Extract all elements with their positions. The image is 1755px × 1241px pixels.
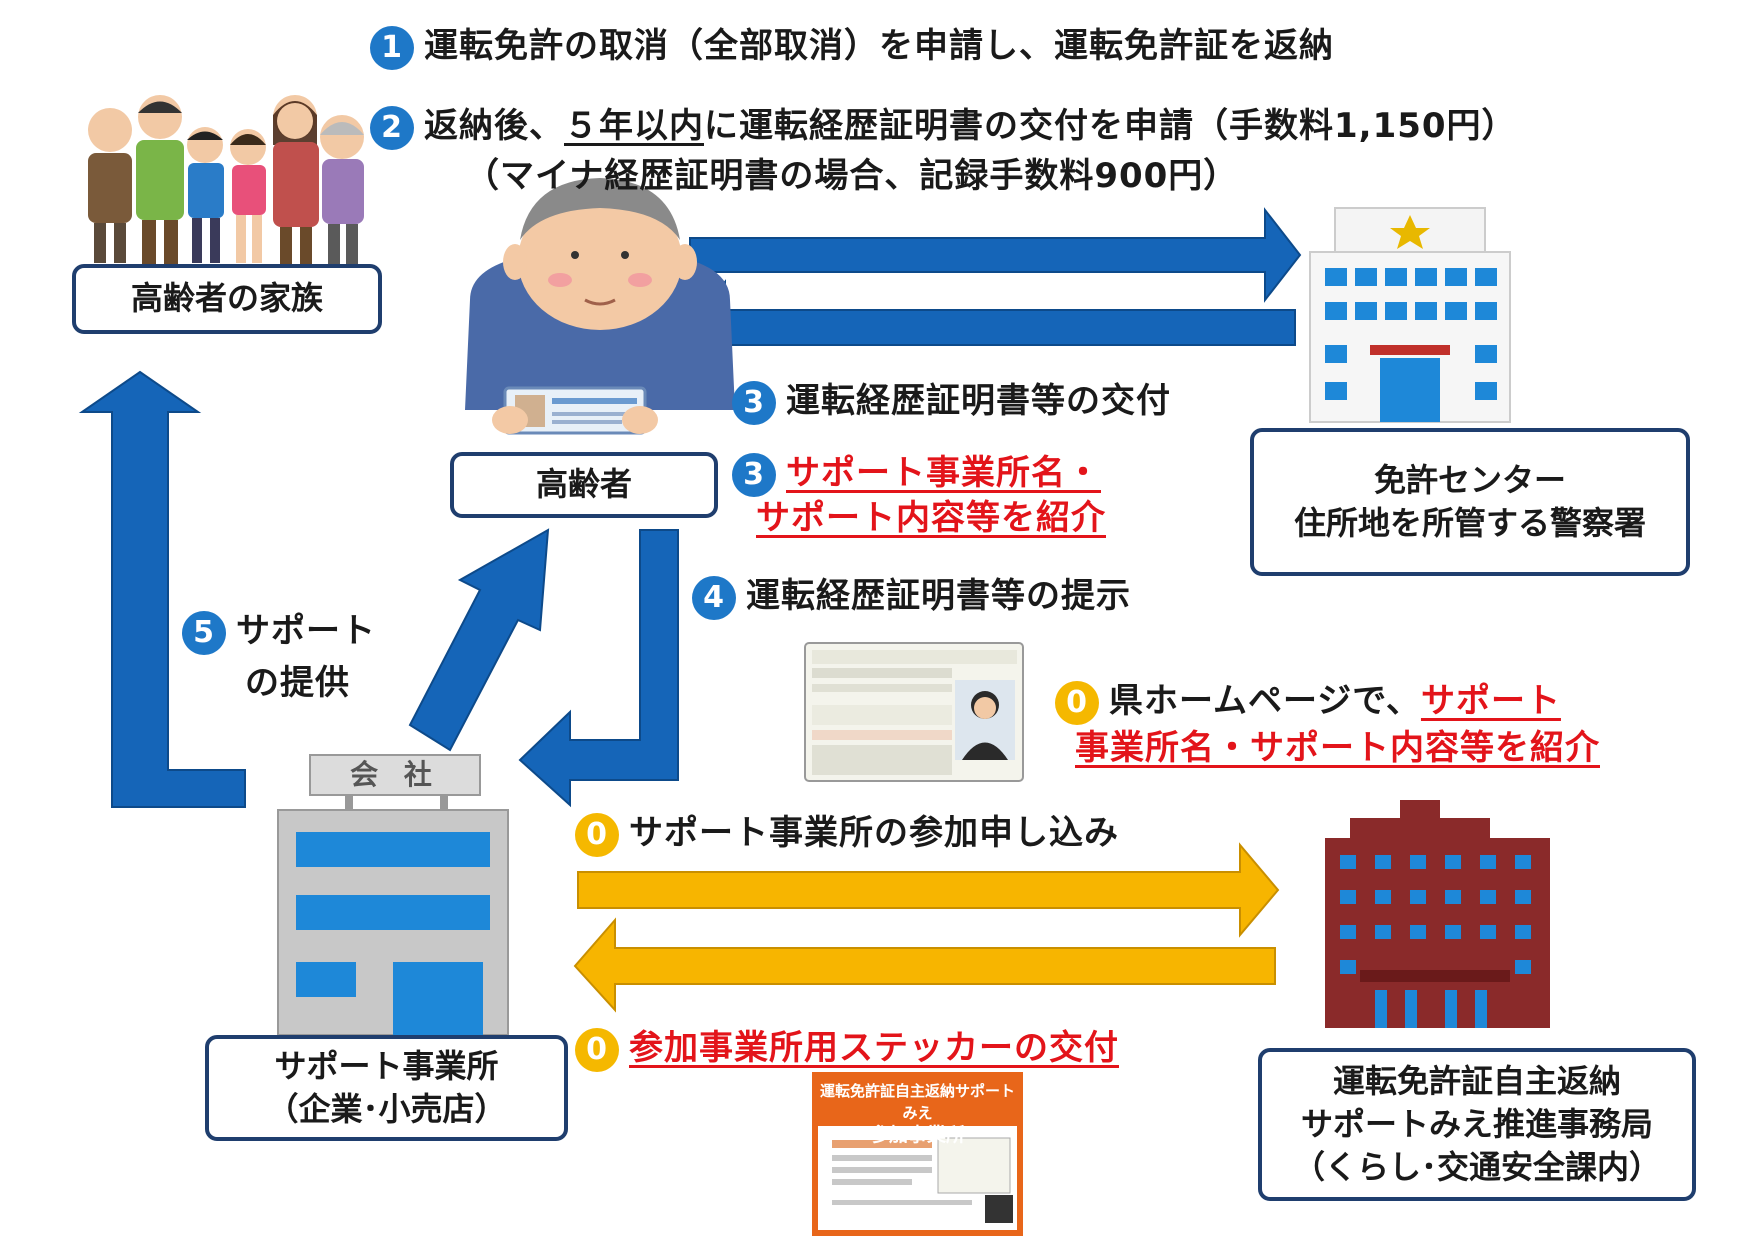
promotion-office-box: 運転免許証自主返納 サポートみえ推進事務局 （くらし･交通安全課内） (1258, 1048, 1696, 1201)
arrow-center-to-elder (686, 279, 1296, 375)
step-3-text: 運転経歴証明書等の交付 (786, 381, 1171, 421)
office-building-illustration (1325, 800, 1550, 1028)
promotion-office-line3: （くらし･交通安全課内） (1292, 1148, 1661, 1187)
arrow-office-to-support (573, 917, 1276, 1013)
step-5-line1: サポート (236, 611, 376, 651)
step-5-badge: 5 (182, 610, 226, 655)
arrow-support-to-office (577, 842, 1280, 938)
arrow-elder-to-support (518, 529, 679, 808)
family-label: 高齢者の家族 (130, 279, 323, 318)
step-0-application-text: サポート事業所の参加申し込み (629, 813, 1119, 853)
support-office-box: サポート事業所 （企業･小売店） (205, 1035, 568, 1141)
arrow-elder-to-center (689, 207, 1302, 303)
step-1-badge: 1 (370, 25, 414, 70)
step-0-sticker-text: 参加事業所用ステッカーの交付 (629, 1028, 1119, 1068)
promotion-office-line1: 運転免許証自主返納 (1332, 1061, 1621, 1100)
certificate-card-illustration (804, 642, 1024, 782)
step-4-text: 運転経歴証明書等の提示 (746, 576, 1131, 616)
step-2-underlined: ５年以内 (564, 106, 704, 146)
elder-illustration (465, 178, 735, 435)
company-building-illustration (277, 754, 509, 1036)
company-sign: 会 社 (350, 758, 440, 791)
sticker-illustration (812, 1072, 1023, 1236)
step-3-badge: 3 (732, 380, 776, 425)
police-building-illustration (1309, 207, 1511, 423)
step-3b-line1: サポート事業所名・ (786, 453, 1101, 493)
sticker-title-line1: 運転免許証自主返納サポートみえ (820, 1082, 1016, 1122)
sticker-title-line2: 参加事業所 (869, 1124, 965, 1146)
step-4-badge: 4 (692, 575, 736, 620)
elder-box: 高齢者 (450, 452, 718, 518)
license-center-line1: 免許センター (1373, 460, 1566, 499)
step-0-homepage-line2: 事業所名・サポート内容等を紹介 (1075, 728, 1600, 768)
step-2-post: に運転経歴証明書の交付を申請（手数料1,150円） (704, 106, 1517, 146)
arrow-support-to-family (82, 372, 270, 805)
support-office-line1: サポート事業所 (274, 1046, 499, 1085)
support-office-line2: （企業･小売店） (266, 1090, 507, 1128)
elder-label: 高齢者 (535, 465, 632, 504)
step-2-pre: 返納後、 (424, 106, 564, 146)
license-center-line2: 住所地を所管する警察署 (1293, 504, 1646, 542)
family-illustration (88, 95, 364, 265)
arrow-support-to-elder (408, 528, 550, 752)
step-0-sticker-badge: 0 (575, 1027, 619, 1072)
step-0-homepage-badge: 0 (1055, 680, 1099, 725)
sticker-title: 運転免許証自主返納サポートみえ 参加事業所 (820, 1080, 1015, 1146)
step-3b-badge: 3 (732, 452, 776, 497)
step-0-application-badge: 0 (575, 812, 619, 857)
promotion-office-line2: サポートみえ推進事務局 (1300, 1104, 1653, 1143)
step-0-homepage-red1: サポート (1420, 681, 1561, 721)
step-2-line2: （マイナ経歴証明書の場合、記録手数料900円） (465, 156, 1239, 196)
step-0-homepage-pre: 県ホームページで、 (1109, 681, 1421, 721)
step-3b-line2: サポート内容等を紹介 (756, 498, 1106, 538)
license-center-box: 免許センター 住所地を所管する警察署 (1250, 428, 1690, 576)
arrow-support-to-family-body (78, 370, 246, 808)
family-box: 高齢者の家族 (72, 264, 382, 334)
step-2-badge: 2 (370, 105, 414, 150)
step-1-text: 運転免許の取消（全部取消）を申請し、運転免許証を返納 (424, 26, 1334, 66)
step-5-line2: の提供 (245, 663, 350, 703)
